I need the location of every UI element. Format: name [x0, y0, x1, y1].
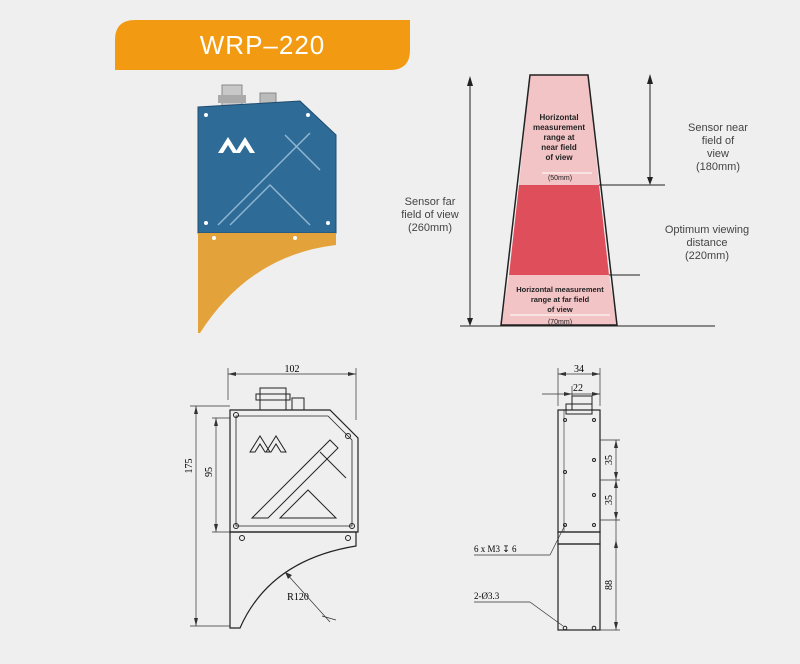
- near-range-line-2: measurement: [532, 123, 586, 132]
- far-range-text: Horizontal measurement range at far fiel…: [510, 285, 610, 315]
- optimum-label-line-3: (220mm): [684, 250, 729, 262]
- near-label-line-4: (180mm): [695, 161, 740, 173]
- near-range-dim: (50mm): [547, 175, 573, 182]
- near-range-line-3: range at: [543, 133, 575, 142]
- page-title: WRP–220: [199, 30, 326, 60]
- front-total-height-dim: 175: [184, 459, 195, 474]
- near-range-zone: [519, 75, 599, 185]
- near-range-line-5: of view: [545, 153, 573, 162]
- hole-note-diameter: 2-Ø3.3: [474, 591, 500, 601]
- sensor-product-image: [197, 84, 337, 333]
- front-view-drawing: 102 175 95 R120: [184, 364, 359, 629]
- hole-note-m3: 6 x M3 ↧ 6: [474, 544, 517, 554]
- near-range-line-4: near field: [541, 143, 577, 152]
- far-range-line-1: Horizontal measurement: [516, 285, 604, 294]
- far-label-line-3: (260mm): [407, 222, 452, 234]
- measurement-range-diagram: [460, 74, 715, 327]
- optimum-label-line-2: distance: [686, 237, 728, 249]
- side-spacing-dim-2: 35: [604, 495, 615, 505]
- far-range-dim: (70mm): [547, 319, 573, 326]
- near-range-text: Horizontal measurement range at near fie…: [520, 113, 598, 163]
- title-banner: WRP–220: [115, 20, 410, 70]
- side-view-drawing: 34 22 35 35 88 6 x M3 ↧ 6 2-Ø3.3: [474, 364, 620, 631]
- side-spacing-dim-1: 35: [604, 455, 615, 465]
- front-width-dim: 102: [285, 364, 300, 375]
- side-inner-width-dim: 22: [573, 383, 583, 394]
- near-label-line-3: view: [706, 148, 729, 160]
- near-label-line-1: Sensor near: [688, 122, 748, 134]
- optimum-distance-label: Optimum viewing distance (220mm): [652, 224, 762, 263]
- side-width-dim: 34: [574, 364, 584, 375]
- front-radius-dim: R120: [287, 592, 309, 603]
- far-range-line-3: of view: [547, 305, 573, 314]
- sensor-far-label: Sensor far field of view (260mm): [380, 196, 480, 235]
- far-label-line-1: Sensor far: [404, 196, 456, 208]
- far-range-line-2: range at far field: [530, 295, 590, 304]
- side-lower-dim: 88: [604, 580, 615, 590]
- near-range-line-1: Horizontal: [539, 113, 579, 122]
- far-label-line-2: field of view: [401, 209, 459, 221]
- title-banner-shape: [115, 20, 410, 70]
- sensor-near-label: Sensor near field of view (180mm): [668, 122, 768, 174]
- optimum-zone: [509, 185, 609, 275]
- near-label-line-2: field of: [701, 135, 735, 147]
- front-body-height-dim: 95: [204, 467, 215, 477]
- optimum-label-line-1: Optimum viewing: [664, 224, 750, 236]
- far-range-zone: [501, 275, 617, 325]
